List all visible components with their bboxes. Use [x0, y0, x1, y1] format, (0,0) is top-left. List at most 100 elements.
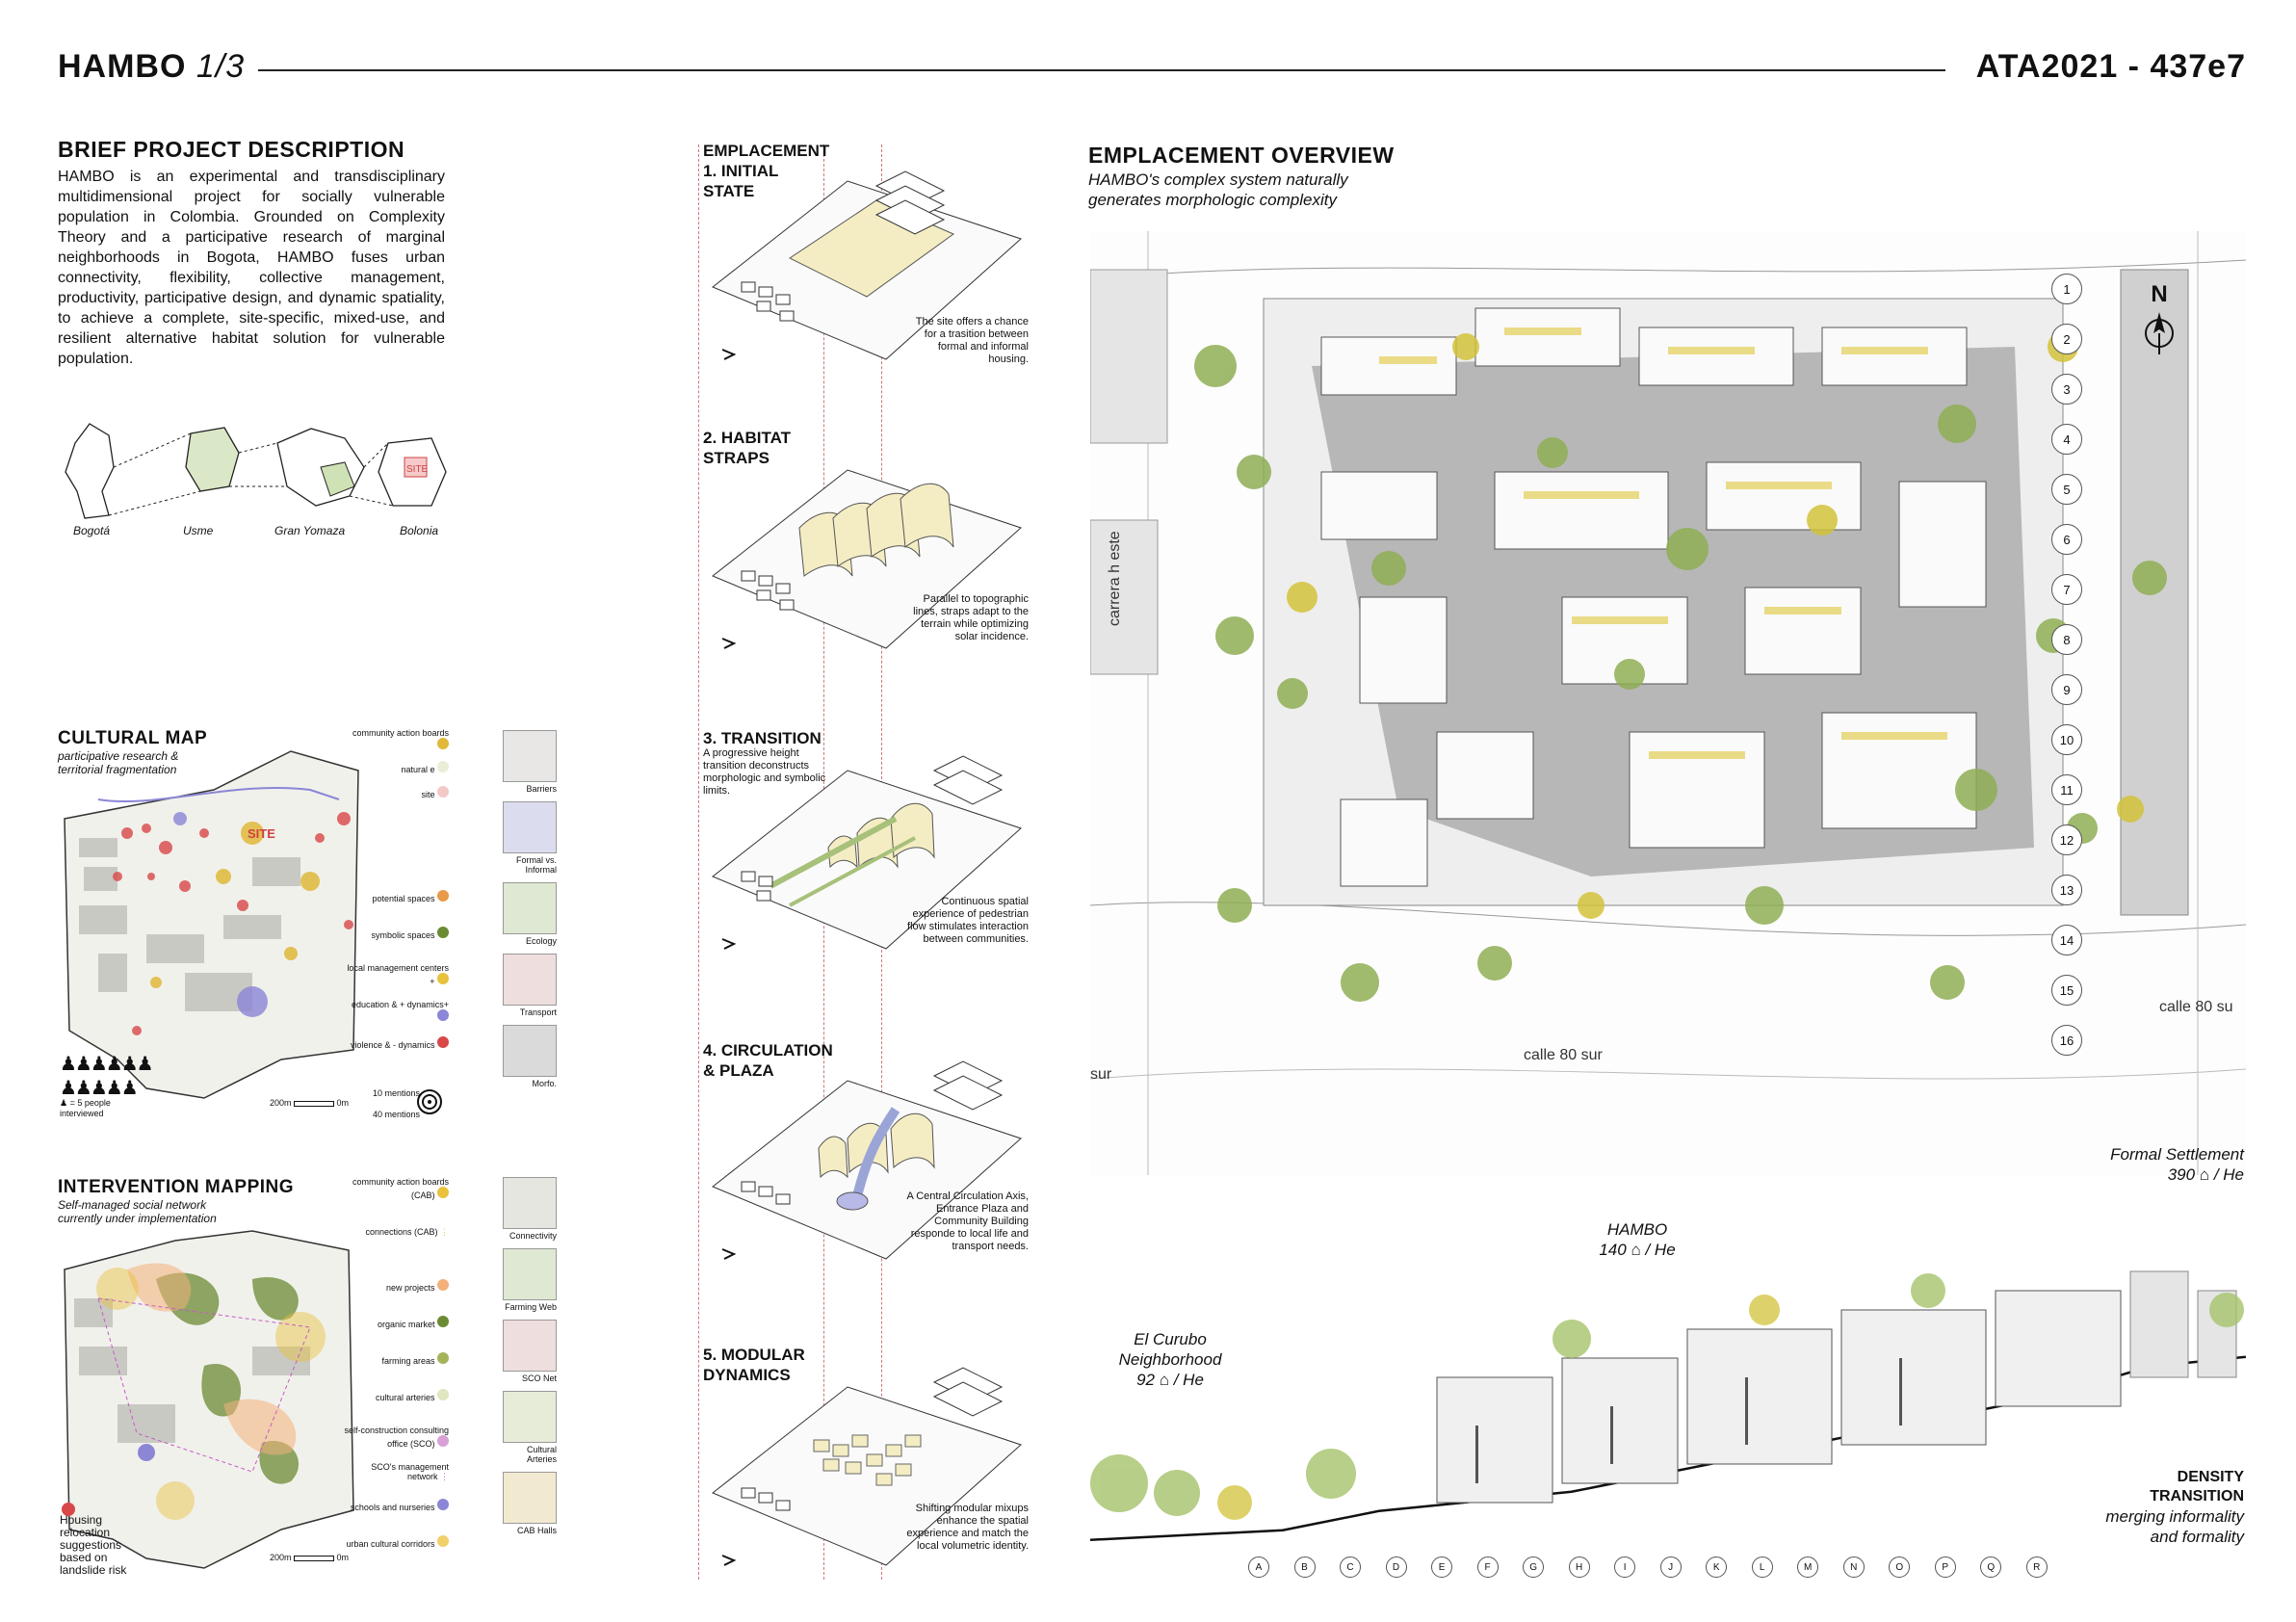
axis-Q: Q [1980, 1557, 2002, 1578]
stage-3-text2: Continuous spatial experience of pedestr… [907, 896, 1029, 945]
axis-B: B [1293, 1557, 1316, 1578]
thumb-morfo-img [503, 1025, 557, 1077]
site-plan: carrera h este calle 80 sur calle 80 su … [1090, 231, 2246, 1175]
house-icon: ⌂ [1159, 1371, 1169, 1389]
stage-4-title: 4. CIRCULATION & PLAZA [703, 1041, 833, 1080]
thumb-ecology-img [503, 882, 557, 934]
street-calle-80-right: calle 80 su [2159, 999, 2233, 1015]
curubo-name: El Curubo Neighborhood [1118, 1330, 1222, 1369]
legend-int-organic: organic market [377, 1320, 435, 1329]
stage-guide-1 [698, 144, 700, 1580]
stage-3-axonometric [712, 755, 1022, 950]
loc-label-usme: Usme [183, 524, 214, 537]
north-arrow-icon [2145, 312, 2174, 354]
intervention-map [64, 1230, 354, 1569]
street-calle-80: calle 80 sur [1524, 1047, 1603, 1063]
thumb-ecology: Ecology [525, 936, 557, 946]
housing-note: Housing relocation suggestions based on … [60, 1513, 127, 1577]
row-5: 5 [2051, 474, 2082, 505]
stage-2-title: 2. HABITAT STRAPS [703, 429, 791, 467]
description-title: BRIEF PROJECT DESCRIPTION [58, 137, 405, 162]
thumb-connectivity: Connectivity [509, 1231, 557, 1241]
thumb-barriers-img [503, 730, 557, 782]
intervention-scale: 200m 0m [270, 1553, 350, 1562]
legend-int-cultural: cultural arteries [375, 1393, 435, 1402]
row-11: 11 [2051, 774, 2082, 805]
axis-N: N [1842, 1557, 1865, 1578]
project-description: BRIEF PROJECT DESCRIPTION HAMBO is an ex… [58, 137, 445, 369]
formal-name: Formal Settlement [2110, 1145, 2244, 1164]
legend-violence: violence & - dynamics [350, 1040, 435, 1050]
street-sur-left: sur [1090, 1066, 1112, 1083]
row-8: 8 [2051, 624, 2082, 655]
legend-natural: natural e [401, 765, 435, 774]
cultural-map-heading: CULTURAL MAP participative research & te… [58, 728, 222, 776]
north-label: N [2151, 281, 2168, 307]
legend-int-sco: self-construction consulting office (SCO… [344, 1426, 449, 1449]
header-title: HAMBO 1/3 [58, 48, 246, 85]
legend-int-sco-net: SCO's management network [371, 1462, 449, 1481]
row-15: 15 [2051, 975, 2082, 1006]
thumb-cab: CAB Halls [516, 1526, 557, 1535]
cultural-map-subtitle: participative research & territorial fra… [58, 749, 179, 776]
stage-4-axonometric [712, 1060, 1022, 1260]
thumb-transport: Transport [519, 1007, 557, 1017]
axis-D: D [1385, 1557, 1407, 1578]
header-code: ATA2021 - 437e7 [1975, 48, 2246, 85]
axis-A: A [1248, 1557, 1269, 1578]
section-axis: A B C D E F G H I J K L M N O P Q R [1248, 1557, 2048, 1578]
site-tag: SITE [406, 464, 429, 475]
row-1: 1 [2051, 274, 2082, 304]
legend-cab: community action boards [352, 728, 449, 738]
legend-int-new: new projects [385, 1283, 435, 1293]
axis-E: E [1431, 1557, 1453, 1578]
thumb-farming-img [503, 1248, 557, 1300]
density-transition: DENSITY TRANSITION merging informality a… [2100, 1468, 2244, 1547]
legend-symbolic: symbolic spaces [371, 930, 435, 940]
row-12: 12 [2051, 824, 2082, 855]
row-16: 16 [2051, 1025, 2082, 1056]
stage-3-title: 3. TRANSITION [703, 729, 822, 747]
intervention-heading: INTERVENTION MAPPING Self-managed social… [58, 1177, 294, 1225]
legend-int-connections: connections (CAB) [365, 1227, 438, 1237]
density-subtitle: merging informality and formality [2105, 1507, 2244, 1546]
thumb-formal: Formal vs. Informal [515, 855, 557, 875]
thumb-barriers: Barriers [526, 784, 557, 794]
overview-title: EMPLACEMENT OVERVIEW [1088, 143, 1395, 168]
cultural-map: SITE [64, 750, 359, 1099]
legend-potential: potential spaces [372, 894, 435, 903]
row-14: 14 [2051, 925, 2082, 955]
axis-J: J [1659, 1557, 1682, 1578]
stage-5-text: Shifting modular mixups enhance the spat… [906, 1503, 1029, 1552]
thumb-cultural-img [503, 1391, 557, 1443]
legend-education: education & + dynamics+ [351, 1000, 449, 1009]
legend-site: site [421, 790, 435, 799]
row-3: 3 [2051, 374, 2082, 405]
stage-1-text: The site offers a chance for a trasition… [915, 316, 1029, 365]
row-numbers: 1 2 3 4 5 6 7 8 9 10 11 12 13 14 15 16 [2051, 274, 2082, 1056]
loc-label-gran-yomaza: Gran Yomaza [274, 524, 346, 537]
row-9: 9 [2051, 674, 2082, 705]
thumb-farming: Farming Web [505, 1302, 557, 1312]
row-10: 10 [2051, 724, 2082, 755]
intervention-thumbnails: Connectivity Farming Web SCO Net Cultura… [503, 1177, 557, 1535]
density-title: DENSITY TRANSITION [2150, 1469, 2244, 1504]
formal-unit: / He [2213, 1165, 2244, 1184]
axis-H: H [1568, 1557, 1590, 1578]
thumb-sco-img [503, 1320, 557, 1372]
hambo-density: 140 [1599, 1241, 1627, 1259]
axis-R: R [2025, 1557, 2048, 1578]
curubo-label: El Curubo Neighborhood 92 ⌂ / He [1088, 1329, 1252, 1390]
row-2: 2 [2051, 324, 2082, 354]
cultural-map-title: CULTURAL MAP [58, 728, 208, 748]
hambo-label: HAMBO 140 ⌂ / He [1560, 1219, 1714, 1260]
stage-5-axonometric [712, 1367, 1022, 1566]
hambo-unit: / He [1645, 1241, 1676, 1259]
legend-int-corridors: urban cultural corridors [346, 1539, 435, 1549]
street-carrera: carrera h este [1107, 531, 1123, 626]
stage-4-text: A Central Circulation Axis, Entrance Pla… [906, 1190, 1029, 1252]
axis-L: L [1751, 1557, 1773, 1578]
axis-F: F [1476, 1557, 1499, 1578]
stage-3-text: A progressive height transition deconstr… [703, 747, 826, 797]
axis-I: I [1614, 1557, 1636, 1578]
